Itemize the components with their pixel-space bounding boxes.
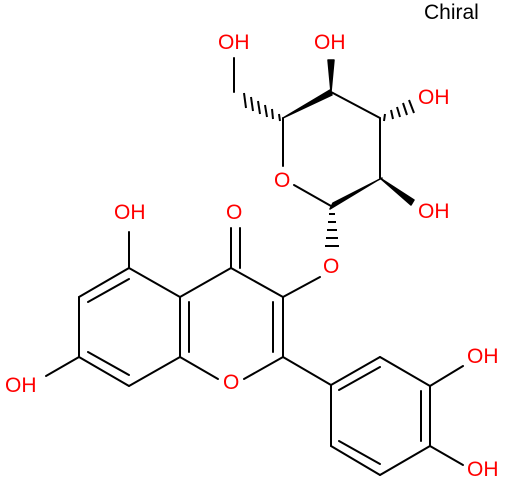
label-oh-c4: OH (314, 31, 346, 54)
bond-c5-ch2-hash (243, 92, 281, 122)
atom-labels: OH OH OH OH O O O OH OH O OH OH (5, 31, 499, 481)
bond-c2-oh-wedge (379, 177, 415, 206)
bond-c6-c5 (78, 267, 130, 298)
flavone-core (45, 227, 464, 476)
bond-c4p-oh (429, 445, 464, 466)
label-carbonyl-o: O (226, 201, 242, 224)
bond-c2-ring-o (243, 356, 284, 380)
label-oh-5: OH (114, 201, 146, 224)
sugar-ring (233, 57, 415, 247)
label-oh-4p: OH (467, 458, 499, 481)
bond-c5-c4a (128, 267, 181, 298)
bond-c6-c5-inner (87, 278, 130, 303)
bond-c3p-oh (429, 365, 464, 387)
label-oh-7: OH (5, 374, 37, 397)
label-oh-c3: OH (418, 86, 450, 109)
bond-c5p-c6p (330, 445, 381, 476)
bond-c1p-c2p (330, 356, 381, 386)
bond-c1p-c2p-inner (338, 366, 381, 391)
label-oh-3p: OH (467, 345, 499, 368)
bond-c3-oh-hash (383, 99, 415, 122)
label-oh-ch2: OH (218, 31, 250, 54)
bond-c2-c1-wedge (329, 177, 383, 210)
bond-c4-oh-wedge (327, 59, 335, 93)
bond-c7-oh (45, 356, 80, 377)
bond-glyco-o-c3 (282, 276, 321, 298)
bond-c5-c4-wedge (282, 89, 333, 119)
bond-c4-c3 (330, 91, 381, 119)
bond-c3-c4 (230, 267, 284, 298)
bond-c1-glyco-o-hash (325, 213, 339, 247)
chiral-label: Chiral (424, 1, 479, 24)
bond-ring-o-c8a (179, 356, 219, 380)
bond-c8-c7 (78, 356, 130, 387)
bond-c8a-c8 (128, 356, 181, 387)
bond-c5p-c6p-inner (338, 440, 381, 465)
bond-c2p-c3p (379, 356, 431, 387)
bond-c4-c4a (179, 267, 232, 298)
bond-c4p-c5p (379, 445, 431, 476)
bond-c2-c1p (282, 356, 332, 386)
bond-c1-ring-o (293, 184, 332, 207)
label-ring-o-sugar: O (274, 169, 290, 192)
label-oh-c2: OH (418, 200, 450, 223)
label-glyco-o: O (323, 255, 339, 278)
label-ring-o-chromone: O (223, 371, 239, 394)
bond-c8-c7-inner (87, 351, 130, 376)
